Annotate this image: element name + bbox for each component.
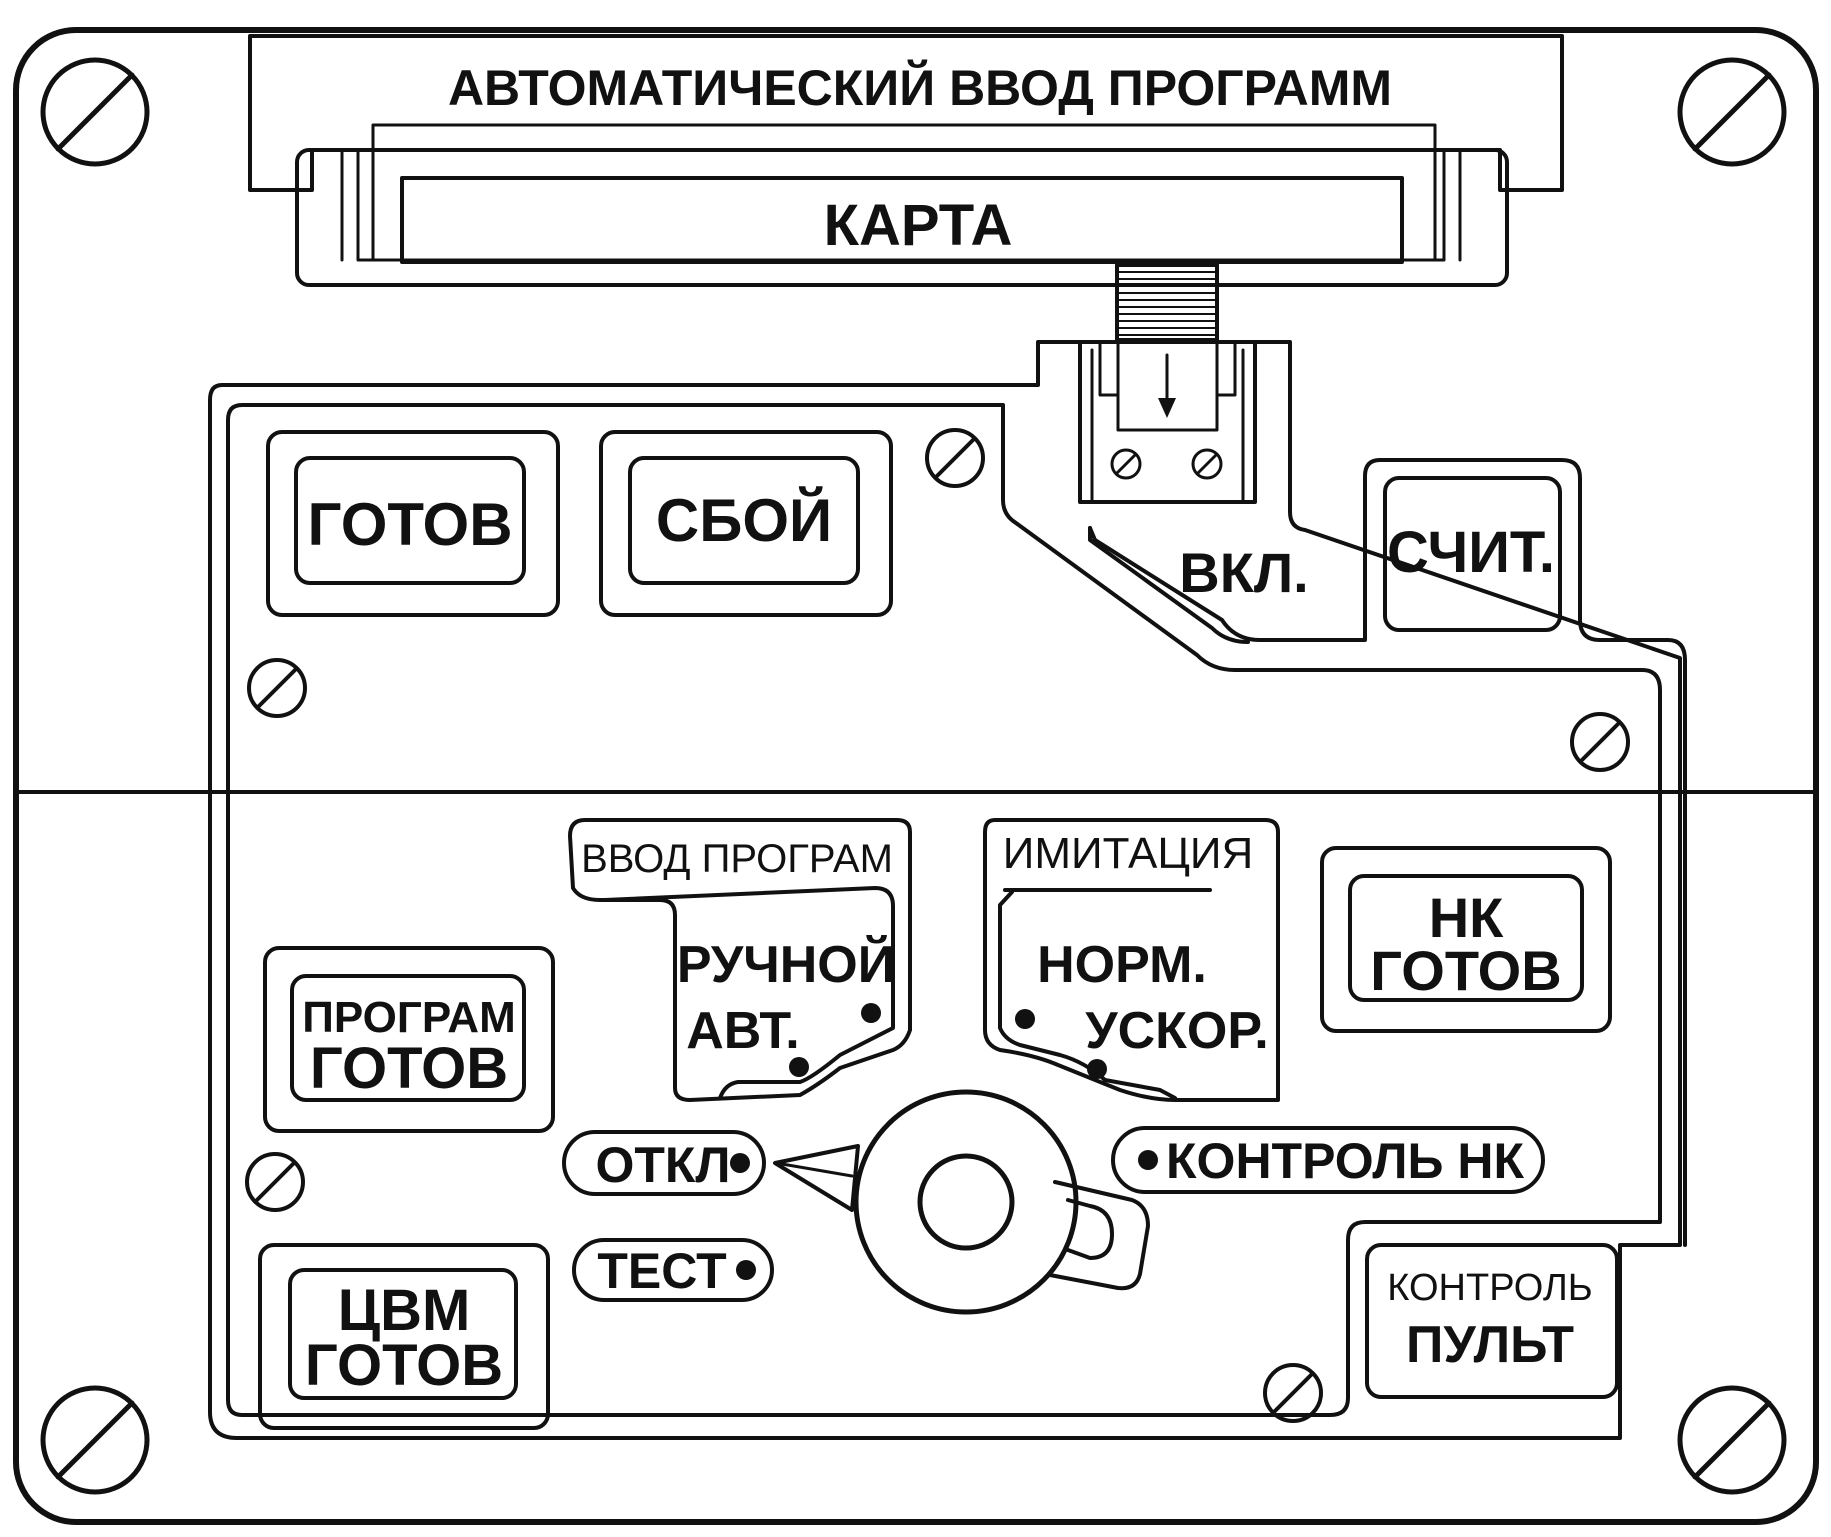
panel-screw (1570, 712, 1630, 772)
selector-position-test-label: ТЕСТ (597, 1243, 726, 1299)
selector-position-kontrol-nk-label: КОНТРОЛЬ НК (1166, 1133, 1524, 1189)
panel-screw (925, 428, 985, 488)
selector-position-otkl[interactable]: ОТКЛ (562, 1130, 766, 1196)
kontrol-pult-label-1: КОНТРОЛЬ (1387, 1267, 1592, 1309)
vkl-label: ВКЛ. (1179, 541, 1308, 604)
selector-position-otkl-label: ОТКЛ (595, 1137, 730, 1193)
panel-screw (247, 658, 307, 718)
imitation-dot-norm (1015, 1009, 1035, 1029)
schit-label: СЧИТ. (1387, 520, 1555, 585)
vkl-indicator-outline[interactable] (1088, 458, 1687, 1247)
inner-plate-outline-2 (226, 403, 1662, 1417)
corner-screw (1677, 57, 1787, 167)
panel-outer-frame (13, 27, 1819, 1525)
nk-gotov-label-2: ГОТОВ (1370, 939, 1561, 1002)
selector-position-kontrol-nk[interactable]: КОНТРОЛЬ НК (1111, 1126, 1545, 1194)
card-feed-mechanism (1078, 263, 1257, 504)
header-title: АВТОМАТИЧЕСКИЙ ВВОД ПРОГРАММ (448, 59, 1392, 116)
selector-position-test[interactable]: ТЕСТ (572, 1238, 774, 1302)
input-mode-dot-manual (861, 1003, 881, 1023)
nk-gotov-label-1: НК (1429, 886, 1504, 949)
inner-plate-outline (208, 340, 1682, 1440)
program-gotov-label-2: ГОТОВ (310, 1036, 508, 1101)
input-mode-switch[interactable]: ВВОД ПРОГРАМ РУЧНОЙ АВТ. (568, 818, 912, 1102)
corner-screw (40, 57, 150, 167)
selector-position-test-dot (736, 1260, 756, 1280)
tsvm-gotov-indicator[interactable]: ЦВМ ГОТОВ (258, 1243, 550, 1430)
gotov-indicator[interactable]: ГОТОВ (266, 430, 560, 617)
corner-screw (40, 1385, 150, 1495)
input-mode-option-manual: РУЧНОЙ (677, 935, 895, 994)
tsvm-gotov-label-1: ЦВМ (338, 1278, 471, 1343)
input-mode-title: ВВОД ПРОГРАМ (581, 837, 893, 881)
nk-gotov-indicator[interactable]: НК ГОТОВ (1320, 846, 1612, 1033)
kontrol-pult-button[interactable]: КОНТРОЛЬ ПУЛЬТ (1365, 1243, 1619, 1399)
corner-screw (1677, 1385, 1787, 1495)
selector-position-kontrol-nk-dot (1138, 1150, 1158, 1170)
imitation-dot-accel (1087, 1059, 1107, 1079)
schit-indicator[interactable]: СЧИТ. (1383, 476, 1562, 632)
selector-position-otkl-dot (730, 1153, 750, 1173)
sboi-label: СБОЙ (656, 487, 832, 554)
gotov-label: ГОТОВ (307, 491, 512, 558)
imitation-option-norm: НОРМ. (1037, 936, 1207, 994)
kontrol-pult-label-2: ПУЛЬТ (1406, 1316, 1574, 1374)
program-gotov-label-1: ПРОГРАМ (302, 993, 515, 1042)
panel-screw (1263, 1363, 1323, 1423)
panel-screw (245, 1152, 305, 1212)
card-slot-opening (400, 176, 1404, 264)
imitation-option-accel: УСКОР. (1085, 1002, 1268, 1060)
imitation-switch[interactable]: ИМИТАЦИЯ НОРМ. УСКОР. (983, 818, 1280, 1102)
card-slot-label: КАРТА (824, 193, 1013, 258)
imitation-title: ИМИТАЦИЯ (1003, 829, 1254, 878)
input-mode-option-auto: АВТ. (686, 1002, 799, 1060)
input-mode-dot-auto (789, 1057, 809, 1077)
rotary-selector-knob[interactable] (773, 1089, 1150, 1315)
tsvm-gotov-label-2: ГОТОВ (305, 1333, 503, 1398)
sboi-indicator[interactable]: СБОЙ (599, 430, 893, 617)
program-gotov-indicator[interactable]: ПРОГРАМ ГОТОВ (263, 946, 555, 1133)
